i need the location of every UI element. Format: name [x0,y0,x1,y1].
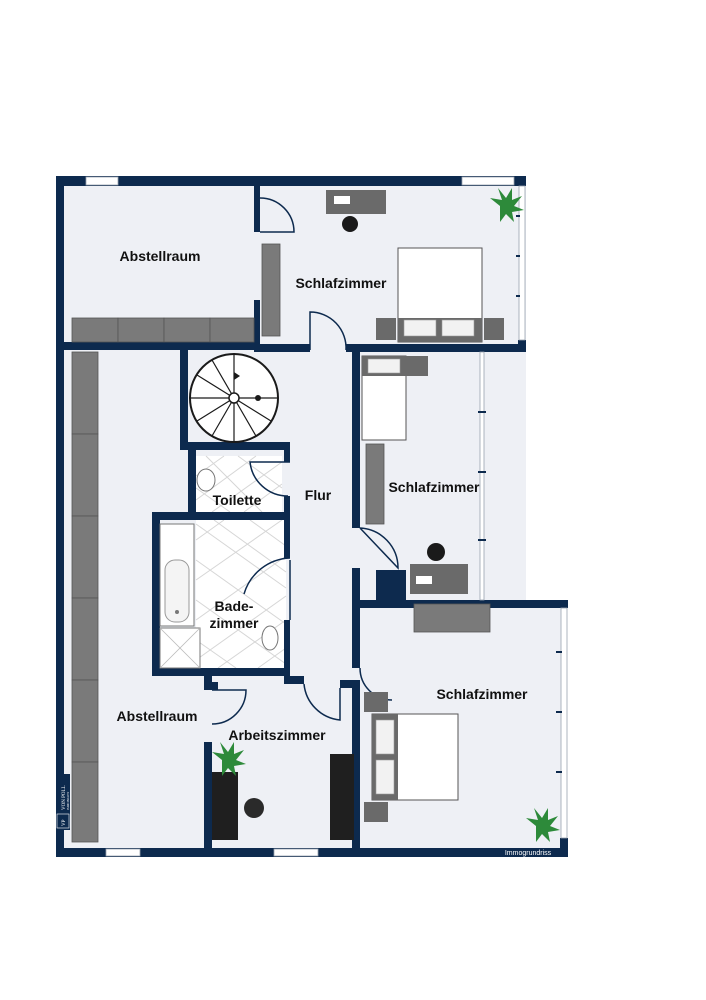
windows [85,176,568,857]
label-badezimmer-1: Bade- [215,598,254,614]
door-bedroom-mid [359,527,399,570]
desk-office [212,754,354,840]
bathtub [159,523,195,627]
credit-text: Immogrundriss [505,850,552,857]
shower [159,627,201,669]
door-bedroom-top [309,311,347,351]
label-schlafzimmer-top: Schlafzimmer [295,275,387,291]
desk-top [326,190,386,232]
door-bathroom [243,557,291,620]
label-flur: Flur [305,487,332,503]
sideboard-bottom [413,603,491,633]
wardrobe-mid [365,443,385,525]
label-abstellraum-top: Abstellraum [120,248,201,264]
toilet-fixture [196,468,216,492]
plant-top [490,188,524,222]
label-toilette: Toilette [213,492,262,508]
desk-mid [410,543,468,594]
bed-mid [361,355,428,441]
furniture [71,188,560,843]
room-labels: Abstellraum Schlafzimmer Flur Toilette S… [117,248,529,743]
door-toilet [249,461,290,497]
spiral-stair [189,353,279,443]
door-arbeitszimmer [211,689,247,725]
label-schlafzimmer-bottom: Schlafzimmer [436,686,528,702]
label-schlafzimmer-mid: Schlafzimmer [388,479,480,495]
label-badezimmer-2: zimmer [209,615,259,631]
storage-shelf-top [71,317,255,343]
door-storage-top [259,197,295,233]
brand-logo: VP VON POLL IMMOBILIEN [56,774,70,830]
plant-bottom [526,808,560,842]
brand-sub: IMMOBILIEN [66,791,70,810]
door-flur-bottom [303,683,341,721]
brand-initials: VP [62,819,67,826]
window-ticks [478,215,562,773]
brand-name: VON POLL [62,785,67,810]
storage-shelf-left [71,351,99,843]
wardrobe-top [261,243,281,337]
bed-top [376,247,504,343]
sink-bathroom [261,625,279,651]
bed-bottom [364,692,459,822]
label-abstellraum-bottom: Abstellraum [117,708,198,724]
label-arbeitszimmer: Arbeitszimmer [228,727,326,743]
plant-office [212,742,246,776]
